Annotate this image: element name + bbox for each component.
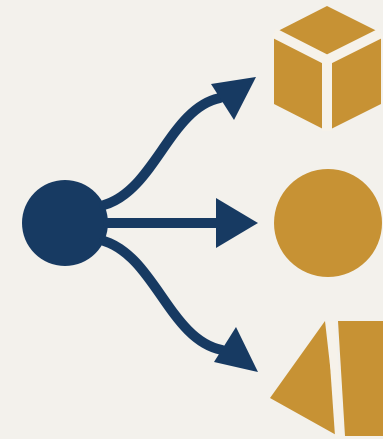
- source-node-circle-icon: [22, 180, 108, 266]
- pyramid-icon: [270, 320, 383, 437]
- branch-arrow-up-icon: [99, 77, 256, 210]
- branch-arrow-straight-icon: [103, 198, 258, 248]
- cube-icon: [271, 6, 383, 131]
- sphere-icon: [274, 169, 382, 277]
- branch-arrow-down-icon: [99, 236, 258, 372]
